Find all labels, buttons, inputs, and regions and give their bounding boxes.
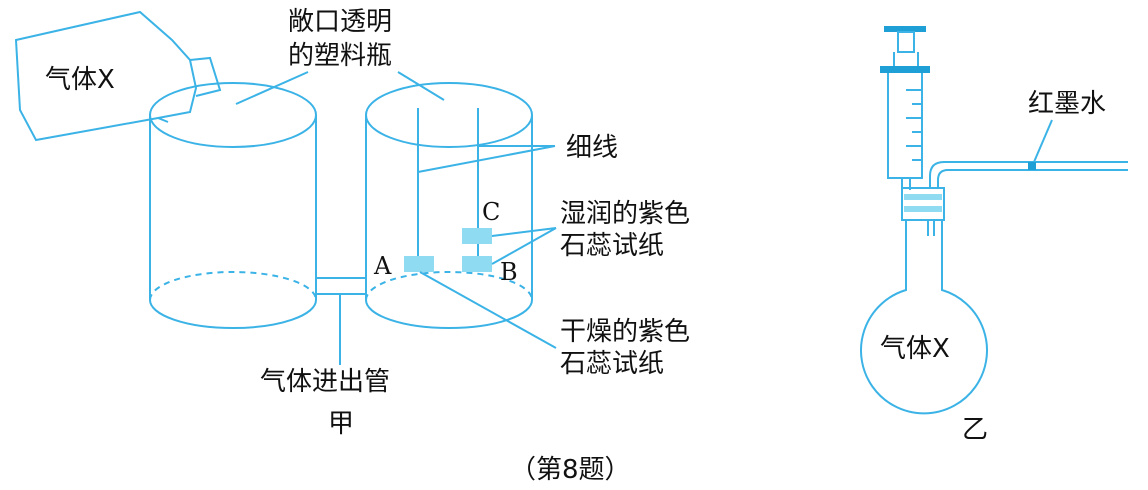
question-caption: （第8题） xyxy=(510,455,631,485)
figure-a-caption: 甲 xyxy=(328,409,354,439)
rubber-stopper xyxy=(901,187,945,236)
wet-litmus-paper-c xyxy=(462,228,492,244)
figure-b-caption: 乙 xyxy=(962,415,988,445)
point-c-label: C xyxy=(482,198,500,226)
bottle-note-line1: 敞口透明 xyxy=(288,7,392,37)
right-cylinder xyxy=(365,82,533,329)
dry-paper-label-line2: 石蕊试纸 xyxy=(560,349,664,379)
gas-connecting-tube xyxy=(316,277,366,365)
point-a-label: A xyxy=(373,252,392,280)
dry-paper-leader xyxy=(419,271,557,349)
thread-label: 细线 xyxy=(566,133,618,163)
wet-paper-leaders xyxy=(491,227,557,265)
thread-leaders xyxy=(417,145,556,173)
gas-x-bottle-label: 气体X xyxy=(45,65,115,95)
bottle-note-leaders xyxy=(235,71,445,105)
round-bottom-flask xyxy=(860,220,988,415)
dry-litmus-paper-a xyxy=(404,256,434,272)
red-ink-leader xyxy=(1033,119,1053,163)
gas-x-bottle xyxy=(14,10,222,142)
red-ink-label: 红墨水 xyxy=(1028,89,1106,119)
wet-litmus-paper-b xyxy=(462,256,492,272)
wet-paper-label-line1: 湿润的紫色 xyxy=(560,199,690,229)
syringe xyxy=(880,26,930,190)
side-glass-tube xyxy=(929,161,1128,188)
flask-gas-label: 气体X xyxy=(880,334,950,364)
point-b-label: B xyxy=(500,258,518,286)
wet-paper-label-line2: 石蕊试纸 xyxy=(560,231,664,261)
syringe-scale xyxy=(906,89,922,161)
red-ink-drop xyxy=(1028,162,1036,170)
bottle-note-line2: 的塑料瓶 xyxy=(288,41,392,71)
dry-paper-label-line1: 干燥的紫色 xyxy=(560,317,690,347)
gas-tube-label: 气体进出管 xyxy=(260,367,390,397)
left-cylinder xyxy=(149,82,317,329)
